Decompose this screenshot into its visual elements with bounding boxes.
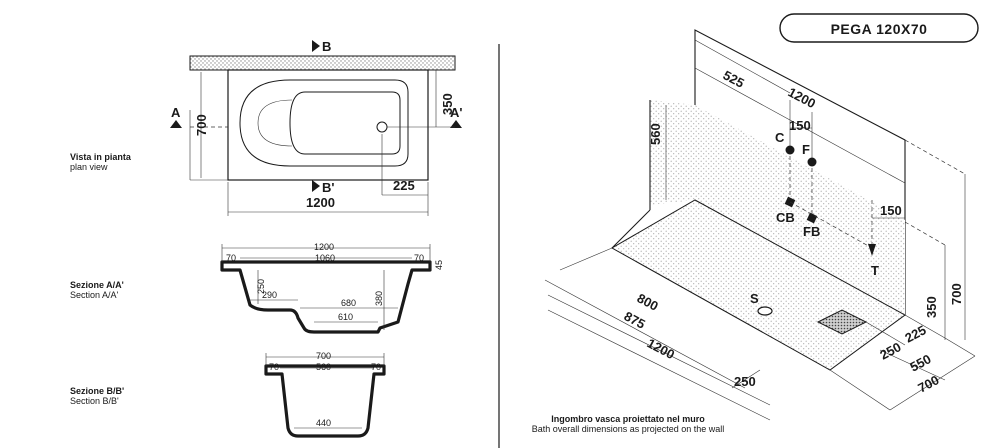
iso-label-c: C [775,130,785,145]
iso-dim-side-700: 700 [915,372,941,395]
plan-seat-curve [257,99,293,147]
iso-side-wall [650,100,695,205]
title: PEGA 120X70 [831,21,928,37]
plan-marker-b-prime: B' [322,180,334,195]
iso-label-f: F [802,142,810,157]
section-a-dim-top-bottom: 680 [341,298,356,308]
plan-view: B B' A A' 700 1200 225 350 Vista in pian… [70,39,462,216]
iso-dim-spout-drop: 150 [880,203,902,218]
iso-dim-wall-height: 560 [648,123,663,145]
section-a-dim-rim-left: 70 [226,253,236,263]
plan-marker-b-prime-icon [312,180,320,192]
section-a-dim-step-height: 250 [256,279,266,294]
plan-marker-a-prime-icon [450,120,462,128]
iso-label-cb: CB [776,210,795,225]
section-b-dim-overall: 700 [316,351,331,361]
section-a-dim-step-length: 290 [262,290,277,300]
iso-dim-floor-800: 800 [635,290,661,313]
title-badge [779,13,979,43]
iso-hot-box-icon [806,212,818,224]
plan-tub-outline [227,69,429,181]
section-b-caption-en: Section B/B' [70,396,119,406]
iso-dim-floor-875: 875 [622,308,648,331]
section-b-dim-inner: 560 [316,362,331,372]
section-b-dim-rim-right: 70 [371,362,381,372]
plan-drain [376,121,388,133]
plan-wall-strip [189,55,456,71]
section-b-caption-it: Sezione B/B' [70,386,124,396]
section-a-dim-rim-right: 70 [414,253,424,263]
iso-view: PEGA 120X70 S C F CB FB T 525 120 [532,13,979,434]
section-b-dim-bottom: 440 [316,418,331,428]
iso-caption-en: Bath overall dimensions as projected on … [532,424,725,434]
plan-basin-outline [239,79,409,167]
plan-caption-en: plan view [70,162,108,172]
plan-dim-length: 1200 [306,195,335,210]
plan-marker-a: A [171,105,181,120]
section-a-dim-bottom: 610 [338,312,353,322]
iso-spout-icon [868,244,876,256]
section-b-profile [264,364,386,438]
iso-dim-side-550: 550 [907,351,933,374]
plan-caption-it: Vista in pianta [70,152,132,162]
section-a-dim-overall: 1200 [314,242,334,252]
iso-label-s: S [750,291,759,306]
plan-backrest-outline [289,91,401,155]
iso-dim-floor-1200: 1200 [645,335,678,362]
section-a-caption-en: Section A/A' [70,290,119,300]
iso-dim-height-350: 350 [924,296,939,318]
iso-label-fb: FB [803,224,820,239]
iso-drain-icon [757,306,773,316]
iso-tub-projection-back [695,105,905,315]
iso-caption-it: Ingombro vasca proiettato nel muro [551,414,705,424]
iso-dim-side-225: 225 [902,322,928,345]
section-b: 700 560 70 70 440 Sezione B/B' Section B… [70,351,386,438]
plan-marker-b: B [322,39,331,54]
plan-marker-a-icon [170,120,182,128]
plan-dim-drain-end: 225 [393,178,415,193]
iso-dim-tap-spacing: 150 [789,118,811,133]
section-a: 1200 1060 70 70 45 250 290 680 610 380 S… [70,242,444,334]
plan-dim-width: 700 [194,114,209,136]
iso-dim-front-250: 250 [734,374,756,389]
iso-dim-height-700: 700 [949,283,964,305]
section-a-dim-inner: 1060 [315,253,335,263]
iso-hot-tap-icon [807,157,817,167]
section-a-caption-it: Sezione A/A' [70,280,124,290]
section-a-profile [220,260,432,334]
section-a-dim-rim-height: 45 [434,260,444,270]
section-a-dim-depth: 380 [374,291,384,306]
iso-cold-tap-icon [785,145,795,155]
plan-marker-b-icon [312,40,320,52]
iso-label-t: T [871,263,879,278]
plan-marker-a-prime: A' [450,105,462,120]
plan-dim-drain-side: 350 [440,93,455,115]
section-b-dim-rim-left: 70 [269,362,279,372]
